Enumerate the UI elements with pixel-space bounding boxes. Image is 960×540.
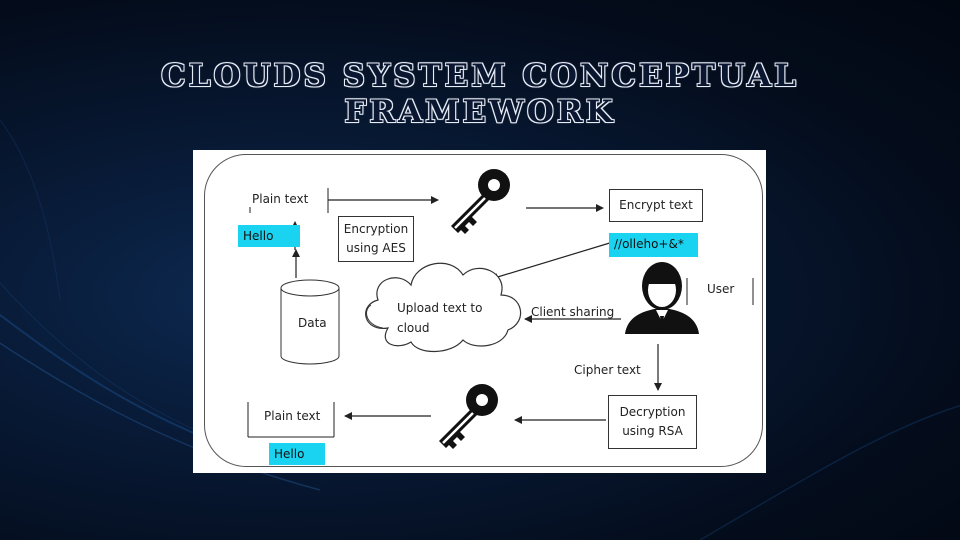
arrow-cipher-to-cloud [490, 241, 614, 281]
cloud-label-line-1: Upload text to [397, 301, 483, 315]
decryption-rsa-box: Decryption using RSA [608, 395, 697, 449]
decryption-line-1: Decryption [619, 405, 686, 419]
user-label: User [707, 282, 735, 296]
hello-bottom-badge: Hello [269, 443, 325, 465]
client-sharing-label: Client sharing [531, 305, 615, 319]
key-icon [451, 169, 510, 234]
encrypt-text-box: Encrypt text [609, 189, 703, 222]
framework-diagram: Plain text Hello Encryption using AES En… [193, 150, 766, 473]
key-icon [439, 384, 498, 449]
page-title: CLOUDS SYSTEM CONCEPTUAL FRAMEWORK [0, 58, 960, 130]
user-icon [625, 262, 699, 334]
plain-text-bottom-label: Plain text [264, 409, 321, 423]
encryption-line-2: using AES [346, 241, 406, 255]
diagram-frame [204, 154, 763, 467]
hello-top-badge: Hello [238, 225, 300, 247]
cipher-value-badge: //olleho+&* [609, 233, 698, 257]
encryption-aes-box: Encryption using AES [338, 216, 414, 262]
title-line-1: CLOUDS SYSTEM CONCEPTUAL [161, 58, 799, 94]
data-label: Data [298, 316, 327, 330]
cipher-text-label: Cipher text [574, 363, 641, 377]
diagram-graphics [247, 169, 754, 449]
plain-text-top-label: Plain text [252, 192, 309, 206]
encryption-line-1: Encryption [343, 222, 409, 236]
database-icon [280, 279, 340, 365]
cloud-icon [365, 262, 522, 353]
cloud-label-line-2: cloud [397, 321, 430, 335]
title-line-2: FRAMEWORK [344, 94, 616, 130]
decryption-line-2: using RSA [622, 424, 683, 438]
